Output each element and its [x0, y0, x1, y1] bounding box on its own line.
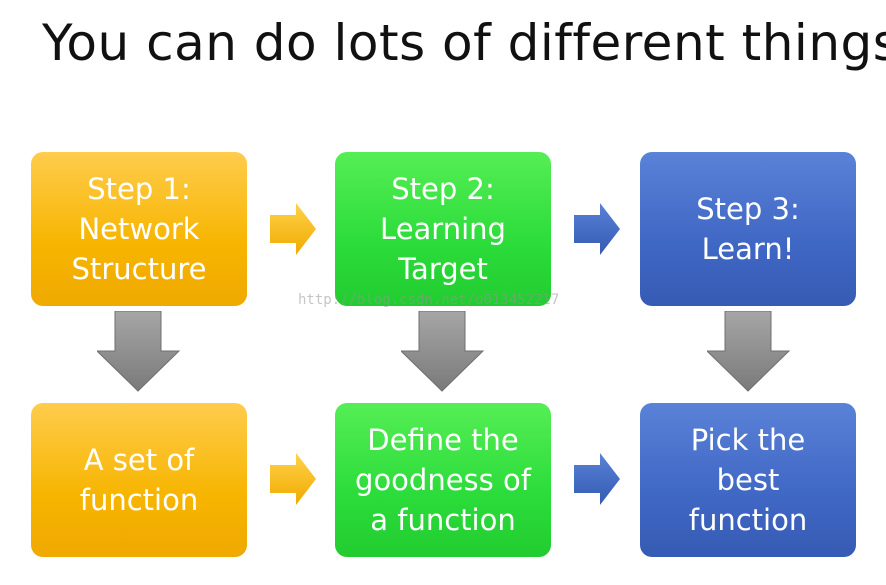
result2-label: Define the goodness of a function: [355, 423, 531, 537]
right-arrow-icon: [270, 453, 316, 505]
step1-label: Step 1: Network Structure: [71, 172, 207, 286]
step2-label: Step 2: Learning Target: [380, 172, 506, 286]
page-title: You can do lots of different things: [42, 14, 886, 72]
right-arrow-icon: [270, 203, 316, 255]
step1-box: Step 1: Network Structure: [31, 152, 247, 306]
result1-label: A set of function: [79, 443, 199, 517]
right-arrow-icon: [574, 453, 620, 505]
down-arrow-icon: [707, 311, 791, 392]
step2-box: Step 2: Learning Target: [335, 152, 551, 306]
result3-label: Pick the best function: [688, 423, 808, 537]
result3-box: Pick the best function: [640, 403, 856, 557]
result2-box: Define the goodness of a function: [335, 403, 551, 557]
right-arrow-icon: [574, 203, 620, 255]
step3-box: Step 3: Learn!: [640, 152, 856, 306]
down-arrow-icon: [97, 311, 181, 392]
result1-box: A set of function: [31, 403, 247, 557]
watermark: http://blog.csdn.net/u013452217: [298, 292, 560, 308]
step3-label: Step 3: Learn!: [696, 192, 800, 266]
down-arrow-icon: [401, 311, 485, 392]
